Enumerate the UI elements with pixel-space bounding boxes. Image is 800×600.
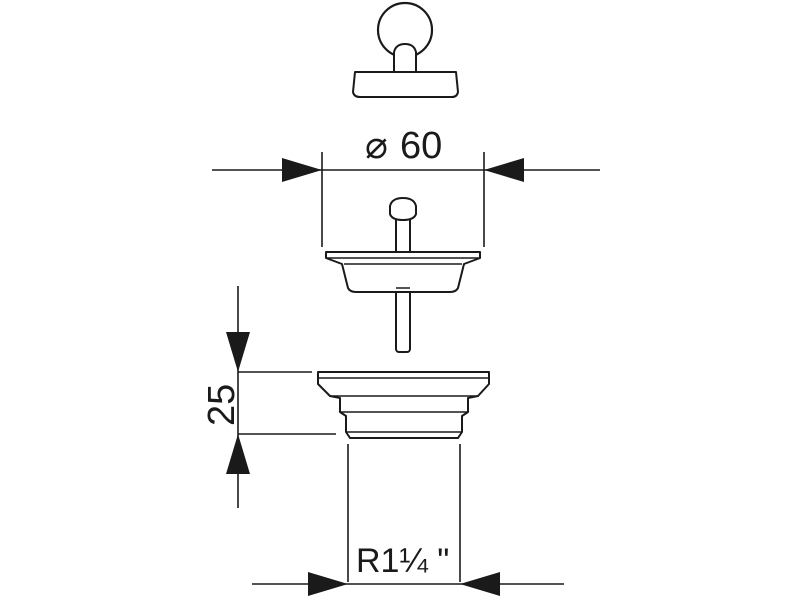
drain-flange	[317, 371, 490, 439]
diameter-arrow-left	[282, 158, 322, 182]
diameter-value: 60	[400, 125, 442, 167]
height-arrow-bottom	[226, 434, 250, 474]
strainer-basket	[325, 197, 481, 353]
thread-arrow-right	[460, 572, 500, 596]
basket-bowl	[325, 251, 481, 293]
stopper-plug	[352, 1, 459, 98]
thread-label: R1¼ "	[356, 542, 449, 580]
height-value: 25	[201, 384, 243, 426]
ring-stem	[393, 43, 417, 73]
thread-arrow-left	[308, 572, 348, 596]
height-dimension: 25	[201, 286, 336, 508]
diameter-arrow-right	[484, 158, 524, 182]
diameter-dimension: ⌀ 60	[212, 125, 600, 247]
spindle-knob	[389, 197, 417, 221]
thread-dimension: R1¼ "	[252, 444, 564, 596]
plug-body	[352, 71, 459, 98]
drain-body	[317, 371, 490, 439]
height-arrow-top	[226, 332, 250, 372]
diameter-symbol: ⌀	[365, 125, 388, 167]
